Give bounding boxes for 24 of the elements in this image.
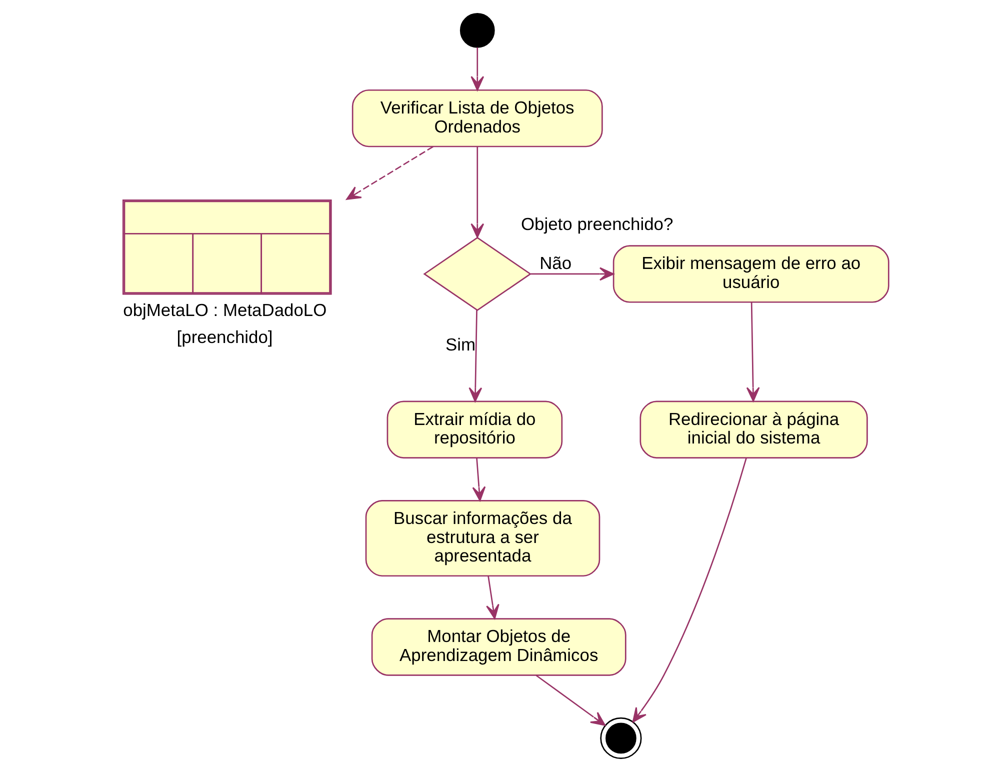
arrow xyxy=(470,47,484,91)
arrow xyxy=(468,310,482,402)
node-box: Buscar informações da estrutura a ser apresentada xyxy=(364,500,600,577)
arrow xyxy=(486,576,499,620)
node-box: Exibir mensagem de erro ao usuário xyxy=(612,245,889,303)
arrow xyxy=(746,302,760,402)
node-label: [preenchido] xyxy=(176,326,272,347)
arrow xyxy=(535,674,606,726)
node-diamond xyxy=(422,236,532,311)
node-box: Extrair mídia do repositório xyxy=(386,400,562,458)
node-bullseye xyxy=(600,717,642,760)
arrow xyxy=(346,146,433,200)
node-box: Redirecionar à página inicial do sistema xyxy=(639,400,868,458)
node-label: Objeto preenchido? xyxy=(520,214,673,234)
node-circle xyxy=(459,12,494,48)
arrow xyxy=(472,458,486,502)
arrow xyxy=(632,458,746,723)
edge-label: Sim xyxy=(445,334,476,355)
arrow xyxy=(470,146,484,238)
edge-label: Não xyxy=(539,253,572,274)
arrow xyxy=(530,267,614,281)
node-label: objMetaLO : MetaDadoLO xyxy=(122,300,326,320)
node-box: Montar Objetos de Aprendizagem Dinâmicos xyxy=(370,618,626,676)
node-box: Verificar Lista de Objetos Ordenados xyxy=(351,89,602,148)
